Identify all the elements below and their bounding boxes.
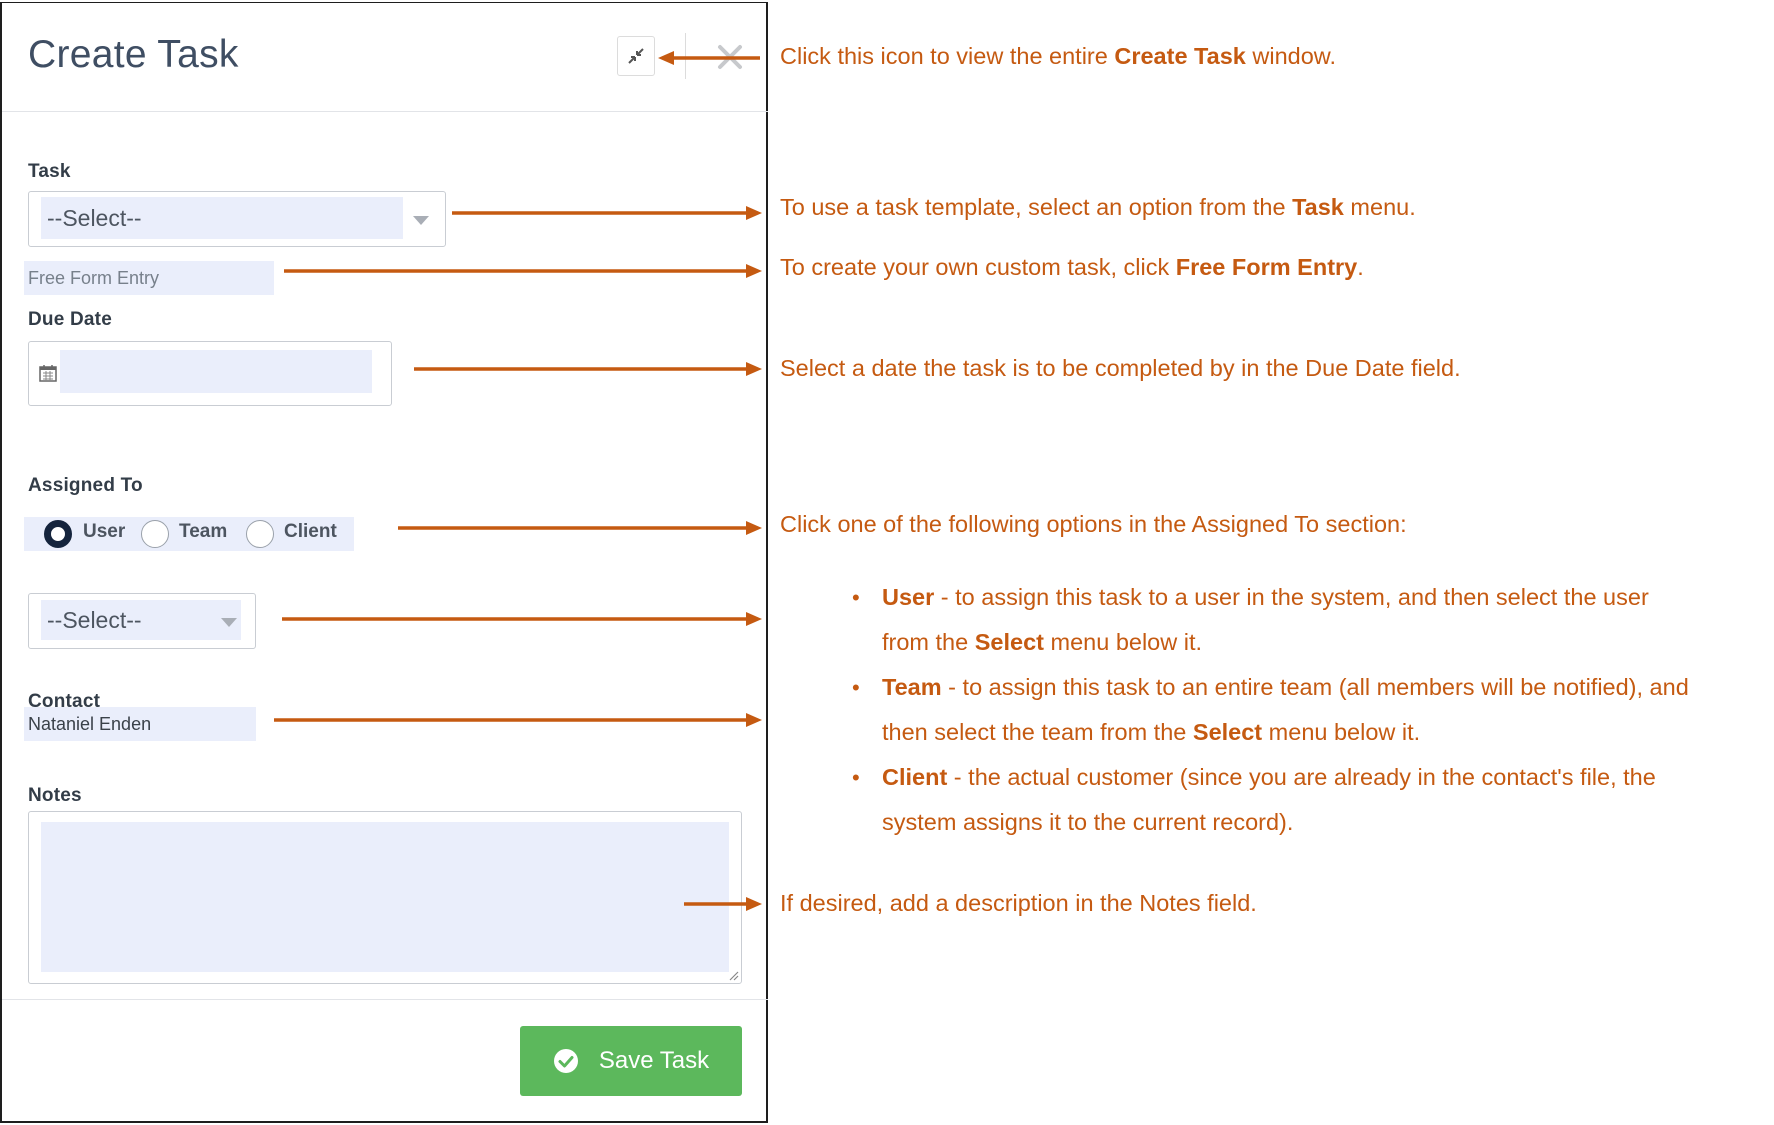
dialog-title: Create Task [28, 33, 239, 76]
list-item: from the Select menu below it. [882, 629, 1203, 655]
dialog-header: Create Task [2, 3, 768, 112]
collapse-arrows-icon [628, 48, 644, 64]
calendar-icon [39, 365, 57, 382]
assigned-options-list: •User - to assign this task to a user in… [852, 575, 1689, 845]
arrow-right-icon [274, 713, 762, 727]
expand-window-button[interactable] [617, 36, 655, 76]
list-item: system assigns it to the current record)… [882, 809, 1294, 835]
arrow-left-icon [658, 51, 760, 65]
arrow-right-icon [414, 362, 762, 376]
arrow-right-icon [284, 264, 762, 278]
assigned-to-note: Click one of the following options in th… [780, 511, 1407, 537]
radio-client[interactable] [246, 520, 274, 548]
assigned-to-radio-group: User Team Client [24, 517, 354, 551]
radio-team-label[interactable]: Team [179, 521, 228, 542]
save-task-label: Save Task [598, 1047, 710, 1074]
list-item: •Team - to assign this task to an entire… [852, 674, 1689, 700]
list-item: •Client - the actual customer (since you… [852, 764, 1656, 790]
radio-team[interactable] [141, 520, 169, 548]
assignee-select[interactable]: --Select-- [28, 593, 256, 649]
due-date-input[interactable] [28, 341, 392, 406]
task-note: To use a task template, select an option… [780, 194, 1416, 220]
notes-label: Notes [28, 785, 82, 806]
save-task-button[interactable]: Save Task [520, 1026, 742, 1096]
arrow-right-icon [282, 612, 762, 626]
notes-field[interactable] [41, 822, 729, 972]
assigned-to-label: Assigned To [28, 475, 143, 496]
create-task-dialog: Create Task Task --Select-- Free Form En… [0, 2, 768, 1123]
header-divider [685, 33, 686, 79]
free-form-entry-link[interactable]: Free Form Entry [24, 261, 274, 295]
radio-user[interactable] [44, 520, 72, 548]
due-date-label: Due Date [28, 309, 112, 330]
contact-label: Contact [28, 691, 101, 712]
contact-value: Nataniel Enden [24, 707, 256, 741]
task-select-value: --Select-- [41, 197, 403, 239]
resize-handle-icon[interactable] [727, 969, 739, 981]
chevron-down-icon [221, 618, 237, 627]
list-item: •User - to assign this task to a user in… [852, 584, 1649, 610]
free-form-note: To create your own custom task, click Fr… [780, 254, 1364, 280]
radio-client-label[interactable]: Client [284, 521, 337, 542]
list-item: then select the team from the Select men… [882, 719, 1421, 745]
due-date-note: Select a date the task is to be complete… [780, 355, 1461, 381]
due-date-field[interactable] [60, 350, 372, 393]
arrow-right-icon [452, 206, 762, 220]
notes-textarea[interactable] [28, 811, 742, 984]
task-label: Task [28, 161, 71, 182]
expand-note: Click this icon to view the entire Creat… [780, 43, 1336, 69]
assignee-select-value: --Select-- [41, 600, 241, 640]
arrow-right-icon [684, 897, 762, 911]
chevron-down-icon [413, 216, 429, 225]
footer-divider [2, 999, 768, 1000]
arrow-right-icon [398, 521, 762, 535]
radio-user-label[interactable]: User [83, 521, 126, 542]
check-circle-icon [553, 1049, 578, 1073]
task-select[interactable]: --Select-- [28, 191, 446, 247]
notes-note: If desired, add a description in the Not… [780, 890, 1257, 916]
